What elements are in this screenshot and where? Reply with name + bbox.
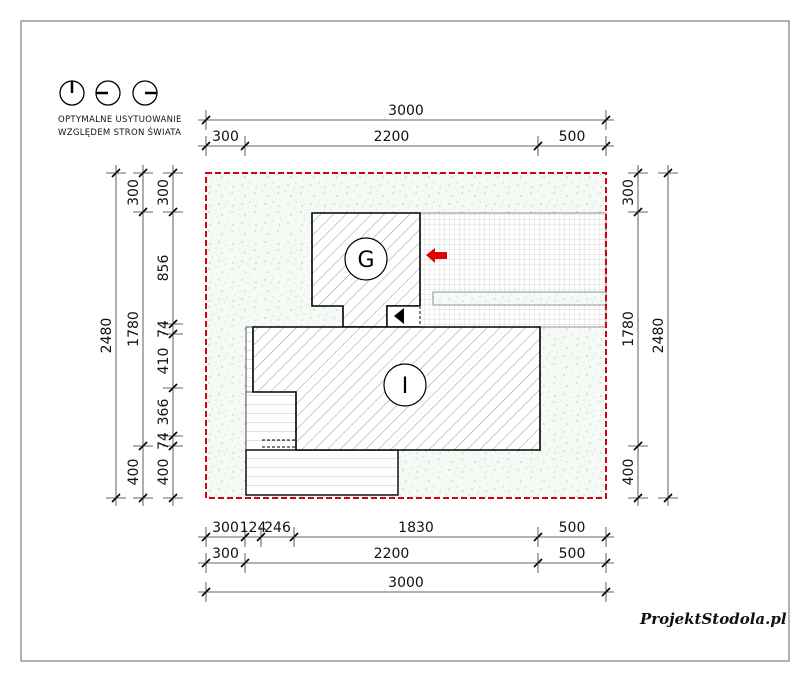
terrace-upper — [245, 391, 297, 451]
dimension-lines: 3000 300 2200 500 2480 300 1780 400 300 856 74 410 3… — [99, 103, 678, 602]
compass-east-icon — [132, 80, 158, 106]
orientation-label-line1: OPTYMALNE USYTUOWANIE — [58, 115, 182, 125]
driveway-lawn-strip — [432, 291, 607, 306]
dimension-label: 410 — [156, 348, 172, 375]
dimension-label: 1780 — [126, 311, 142, 347]
dimension-label: 400 — [621, 459, 637, 486]
orientation-label-line2: WZGLĘDEM STRON ŚWIATA — [58, 126, 181, 138]
driveway-paving — [419, 212, 607, 328]
dimension-label: 400 — [156, 459, 172, 486]
dimension-label: 74 — [156, 320, 172, 338]
dimension-label: 124 — [240, 520, 267, 536]
dimension-label: 3000 — [388, 103, 424, 119]
dimension-label: 366 — [156, 399, 172, 426]
dimension-label: 500 — [559, 520, 586, 536]
dimension-label: 3000 — [388, 575, 424, 591]
dimension-label: 2480 — [99, 318, 115, 354]
dimension-label: 500 — [559, 546, 586, 562]
dimension-label: 500 — [559, 129, 586, 145]
entry-arrow-icon — [426, 248, 447, 263]
compass-north-icon — [59, 80, 85, 106]
dimension-label: 300 — [126, 179, 142, 206]
dimension-label: 246 — [264, 520, 291, 536]
dimension-label: 2200 — [374, 129, 410, 145]
dimension-label: 1780 — [621, 311, 637, 347]
dimension-label: 400 — [126, 459, 142, 486]
garage-label: G — [344, 237, 388, 281]
plot-boundary — [205, 172, 607, 499]
sheet-frame — [20, 20, 790, 662]
dimension-label: 300 — [621, 179, 637, 206]
dimension-label: 300 — [156, 179, 172, 206]
compass-west-icon — [95, 80, 121, 106]
terrace-lower — [245, 449, 399, 496]
dimension-label: 1830 — [398, 520, 434, 536]
orientation-legend: OPTYMALNE USYTUOWANIE WZGLĘDEM STRON ŚWI… — [58, 80, 182, 138]
dimension-label: 300 — [212, 129, 239, 145]
garage-label-text: G — [357, 248, 374, 273]
dimension-label: 2480 — [651, 318, 667, 354]
dimension-label: 300 — [212, 520, 239, 536]
dimension-label: 856 — [156, 255, 172, 282]
house-label-text: I — [402, 374, 409, 399]
dimension-label: 74 — [156, 432, 172, 450]
dimension-label: 2200 — [374, 546, 410, 562]
entrance-triangle-icon — [394, 308, 404, 324]
house-label: I — [383, 363, 427, 407]
dimension-label: 300 — [212, 546, 239, 562]
logo: ProjektStodola.pl — [639, 610, 787, 628]
